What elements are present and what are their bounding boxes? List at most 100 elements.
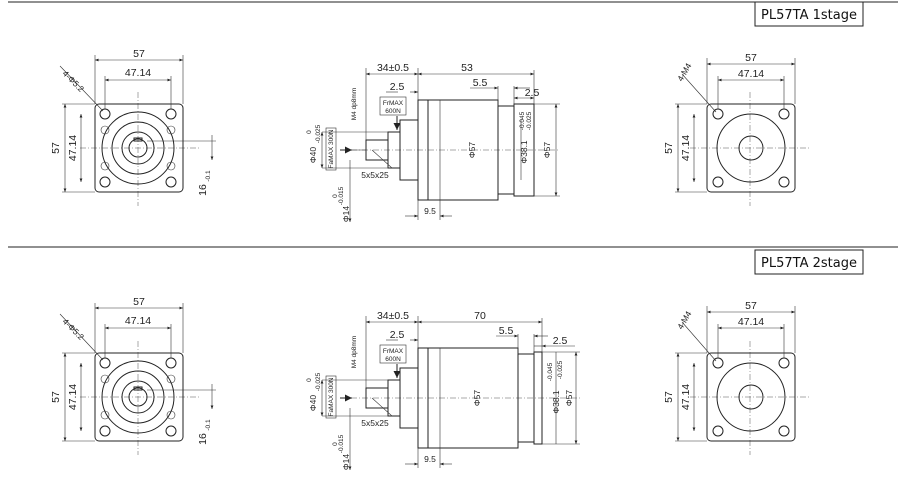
- fr-label: FrMAX: [383, 348, 404, 355]
- front-holes-label: 4-Φ5.2: [61, 68, 87, 94]
- rear-tap-hole: [712, 425, 724, 437]
- side-view: FrMAX 600N FaMAX 300N M4 dp8mm 34±0.5 53…: [306, 62, 560, 222]
- step-label: 5.5: [473, 77, 488, 89]
- front-view: 57 47.14 4-Φ5.2 57 47.14 16 -0.1: [50, 48, 216, 206]
- rear-flange-outline: [706, 103, 796, 193]
- front-flange-outline: [94, 103, 184, 193]
- front-width-label: 57: [133, 48, 145, 60]
- body-dia-label: Φ57: [472, 390, 482, 407]
- title-box: [754, 1, 864, 27]
- shaft-dia-label: Φ14: [341, 454, 351, 471]
- svg-text:-0.025: -0.025: [526, 111, 533, 130]
- svg-text:-0.1: -0.1: [205, 170, 212, 182]
- fr-value: 600N: [385, 356, 401, 363]
- tap-label: M4 dp8mm: [351, 88, 358, 121]
- front-key-label: 16: [197, 184, 209, 196]
- rear-tap-hole: [778, 176, 790, 188]
- front-mount-hole: [99, 176, 111, 188]
- fa-label: FaMAX 300N: [328, 129, 335, 168]
- fr-label: FrMAX: [383, 100, 404, 107]
- rear-tap-hole: [778, 357, 790, 369]
- svg-text:0: 0: [306, 378, 313, 382]
- front-pilot-circle: [101, 360, 175, 434]
- front-pitch-label: 47.14: [125, 315, 151, 327]
- panel-title: PL57TA 2stage: [761, 256, 857, 271]
- lip-label: 2.5: [553, 335, 568, 347]
- front-pitch-v-label: 47.14: [67, 384, 79, 410]
- fr-value: 600N: [385, 108, 401, 115]
- rear-pitch-v-label: 47.14: [680, 384, 692, 410]
- front-view: 57 47.14 4-Φ5.2 57 47.14 16 -0.1: [50, 296, 216, 455]
- front-holes-label: 4-Φ5.2: [61, 316, 87, 342]
- lip-label: 2.5: [525, 87, 540, 99]
- body-len-label: 53: [461, 62, 473, 74]
- front-mount-hole: [99, 425, 111, 437]
- svg-text:0: 0: [306, 130, 313, 134]
- body-len-label: 70: [474, 310, 486, 322]
- shaft-len-label: 34±0.5: [377, 62, 409, 74]
- svg-text:-0.025: -0.025: [315, 372, 322, 391]
- flange-gap-label: 9.5: [424, 454, 436, 464]
- svg-text:0: 0: [332, 442, 339, 446]
- rear-width-label: 57: [745, 300, 757, 312]
- rear-tap-hole: [778, 425, 790, 437]
- shoulder-label: 2.5: [390, 81, 405, 93]
- front-shaft: [128, 387, 148, 407]
- rear-body-circle: [716, 113, 786, 183]
- rear-pitch-label: 47.14: [738, 316, 764, 328]
- rear-tap-hole: [712, 176, 724, 188]
- tap-label: M4 dp8mm: [351, 336, 358, 369]
- title-box: [754, 249, 864, 275]
- front-pilot-circle: [101, 111, 175, 185]
- flange-gap-label: 9.5: [424, 206, 436, 216]
- front-shaft: [128, 138, 148, 158]
- rear-width-label: 57: [745, 52, 757, 64]
- body-dia-label: Φ57: [467, 142, 477, 159]
- rear-view: 57 47.14 4-M4 57 47.14: [663, 300, 810, 455]
- panel-2stage: PL57TA 2stage 57 47.14: [50, 249, 864, 471]
- rear-bore: [738, 135, 764, 161]
- front-key-label: 16: [197, 433, 209, 445]
- panel-title: PL57TA 1stage: [761, 8, 857, 23]
- rear-flange-outline: [706, 352, 796, 442]
- shoulder-label: 2.5: [390, 329, 405, 341]
- front-mount-hole: [99, 108, 111, 120]
- front-height-label: 57: [50, 391, 62, 403]
- shaft-len-label: 34±0.5: [377, 310, 409, 322]
- svg-text:-0.045: -0.045: [519, 111, 526, 130]
- svg-text:-0.015: -0.015: [338, 186, 345, 205]
- fr-box: [379, 344, 407, 364]
- rear-pitch-label: 47.14: [738, 68, 764, 80]
- keyway-label: 5x5x25: [361, 418, 389, 428]
- bore-label: Φ38.1: [519, 140, 529, 164]
- svg-text:0: 0: [332, 194, 339, 198]
- rear-view: 57 47.14 4-M4 57 47.14: [663, 52, 810, 206]
- front-mount-hole: [165, 176, 177, 188]
- panel-1stage: PL57TA 1stage 57: [8, 1, 898, 248]
- keyway-label: 5x5x25: [361, 170, 389, 180]
- svg-text:-0.025: -0.025: [315, 124, 322, 143]
- svg-text:-0.015: -0.015: [338, 434, 345, 453]
- rear-tap-hole: [778, 108, 790, 120]
- front-mount-hole: [165, 425, 177, 437]
- fa-box: [325, 127, 337, 171]
- svg-text:-0.025: -0.025: [557, 360, 564, 379]
- front-mount-hole: [165, 108, 177, 120]
- rear-holes-label: 4-M4: [675, 61, 693, 83]
- front-flange-outline: [94, 352, 184, 442]
- fr-box: [379, 96, 407, 116]
- front-height-label: 57: [50, 142, 62, 154]
- rear-height-label: 57: [663, 391, 675, 403]
- pilot-label: Φ40: [308, 147, 318, 164]
- rear-height-label: 57: [663, 142, 675, 154]
- front-mount-hole: [99, 357, 111, 369]
- fa-box: [325, 375, 337, 419]
- pilot-label: Φ40: [308, 395, 318, 412]
- rear-body-circle: [716, 362, 786, 432]
- bore-label: Φ38.1: [551, 390, 561, 414]
- front-pitch-v-label: 47.14: [67, 135, 79, 161]
- fa-label: FaMAX 300N: [328, 377, 335, 416]
- outer-dia-label: Φ57: [542, 142, 552, 159]
- front-mount-hole: [165, 357, 177, 369]
